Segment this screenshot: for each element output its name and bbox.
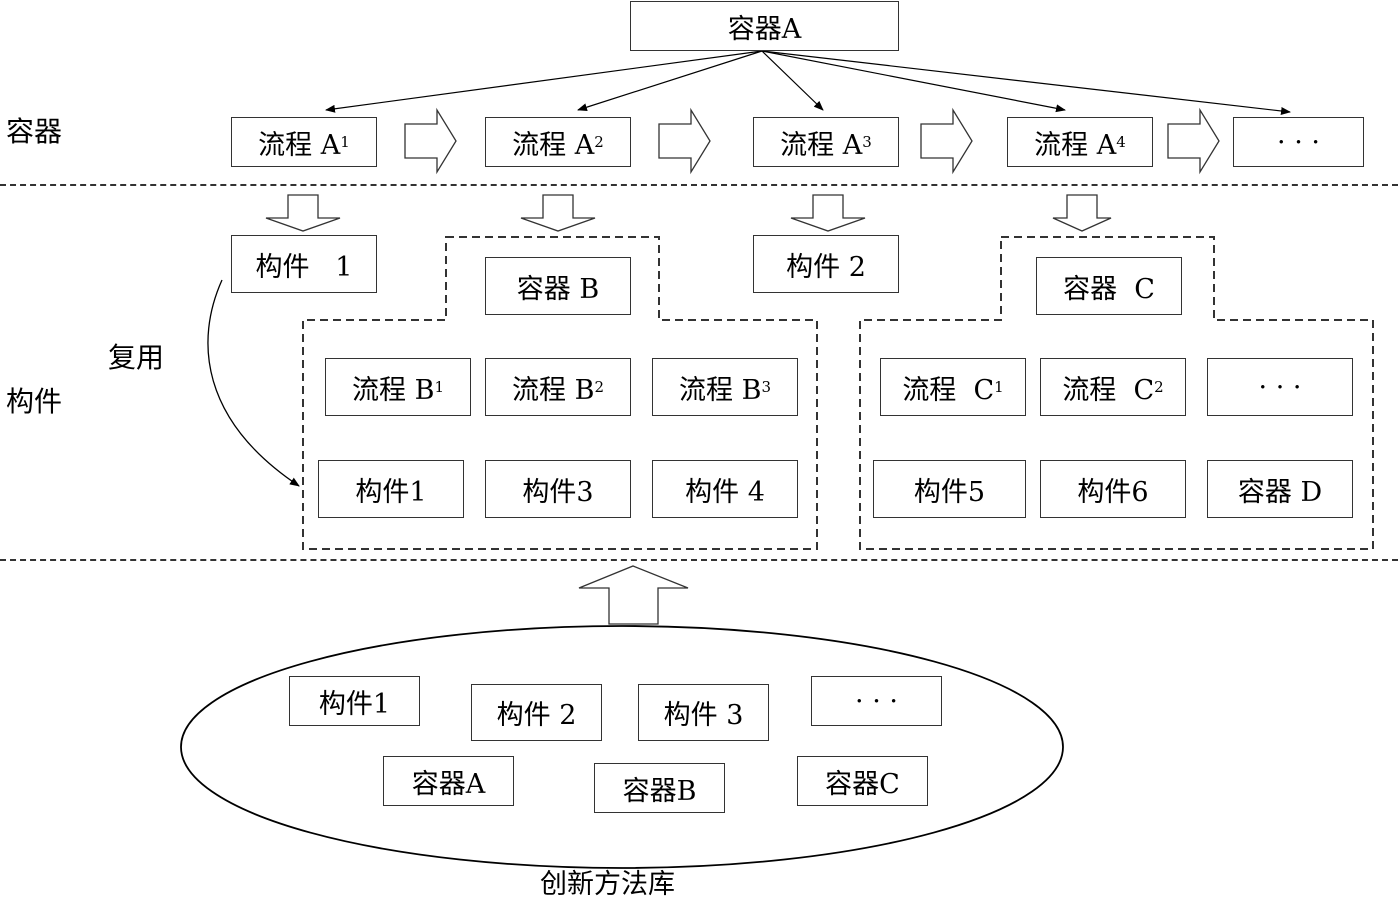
process-c-more-label: · · · [1258,371,1302,403]
library-item-component-1: 构件1 [289,676,420,726]
container-c-group [859,236,1374,550]
library-item-component-2: 构件 2 [471,684,602,741]
component-b-1: 构件1 [318,460,464,518]
process-b2-label: 流程 B [512,374,595,406]
process-a3-sub: 3 [862,133,872,151]
up-arrow [578,565,689,625]
process-a2-sub: 2 [594,133,604,151]
process-a4-label: 流程 A [1034,129,1117,161]
component-b-3: 构件3 [485,460,631,518]
library-item-more: · · · [811,676,942,726]
label-reuse: 复用 [108,341,165,374]
process-b2-sub: 2 [594,378,604,396]
down-arrow-4 [1052,194,1112,232]
library-item-container-b: 容器B [594,763,725,813]
container-a-box: 容器A [630,1,899,51]
process-b3-sub: 3 [761,378,771,396]
arrow-to-more [761,50,1291,115]
process-c1-sub: 1 [994,378,1004,396]
arrow-to-a1 [325,50,763,113]
arrow-to-a4 [761,50,1066,113]
library-item-component-3: 构件 3 [638,684,769,741]
component-1-top: 构件 1 [231,235,377,293]
container-d: 容器 D [1207,460,1353,518]
down-arrow-3 [790,194,866,232]
down-arrow-2 [520,194,596,232]
library-item-container-a: 容器A [383,756,514,806]
process-c1-label: 流程 C [902,374,995,406]
library-ellipse [180,625,1064,869]
container-b-title: 容器 B [485,257,631,315]
seq-arrow-3 [920,107,973,175]
process-c2-label: 流程 C [1062,374,1155,406]
process-a1-sub: 1 [340,133,350,151]
process-b1-label: 流程 B [352,374,435,406]
process-a1-label: 流程 A [258,129,341,161]
down-arrow-1 [265,194,341,232]
process-a2-label: 流程 A [512,129,595,161]
process-a3-label: 流程 A [780,129,863,161]
arrow-to-a3 [761,50,824,111]
process-more: · · · [1233,117,1364,167]
process-a4-sub: 4 [1116,133,1126,151]
dashed-groups [302,236,1374,550]
process-c2-sub: 2 [1154,378,1164,396]
component-c-5: 构件5 [873,460,1026,518]
separator-bottom [0,559,1398,561]
reuse-arrow [207,279,300,487]
seq-arrow-1 [404,107,457,175]
process-b1-sub: 1 [434,378,444,396]
down-arrows [265,194,1112,232]
fanout-arrows [325,50,1291,115]
process-more-label: · · · [1277,126,1320,158]
process-c-more: · · · [1207,358,1353,416]
component-b-4: 构件 4 [652,460,798,518]
component-2-top: 构件 2 [753,235,899,293]
label-container-layer: 容器 [6,115,63,148]
process-b3-label: 流程 B [679,374,762,406]
library-item-container-c: 容器C [797,756,928,806]
sequence-arrows [404,107,1220,175]
label-component-layer: 构件 [6,385,63,418]
seq-arrow-2 [658,107,711,175]
arrow-to-a2 [577,50,763,112]
seq-arrow-4 [1167,107,1220,175]
component-c-6: 构件6 [1040,460,1186,518]
separator-top [0,184,1398,186]
container-c-title: 容器 C [1036,257,1182,315]
container-b-group [302,236,818,550]
library-title: 创新方法库 [540,869,675,900]
